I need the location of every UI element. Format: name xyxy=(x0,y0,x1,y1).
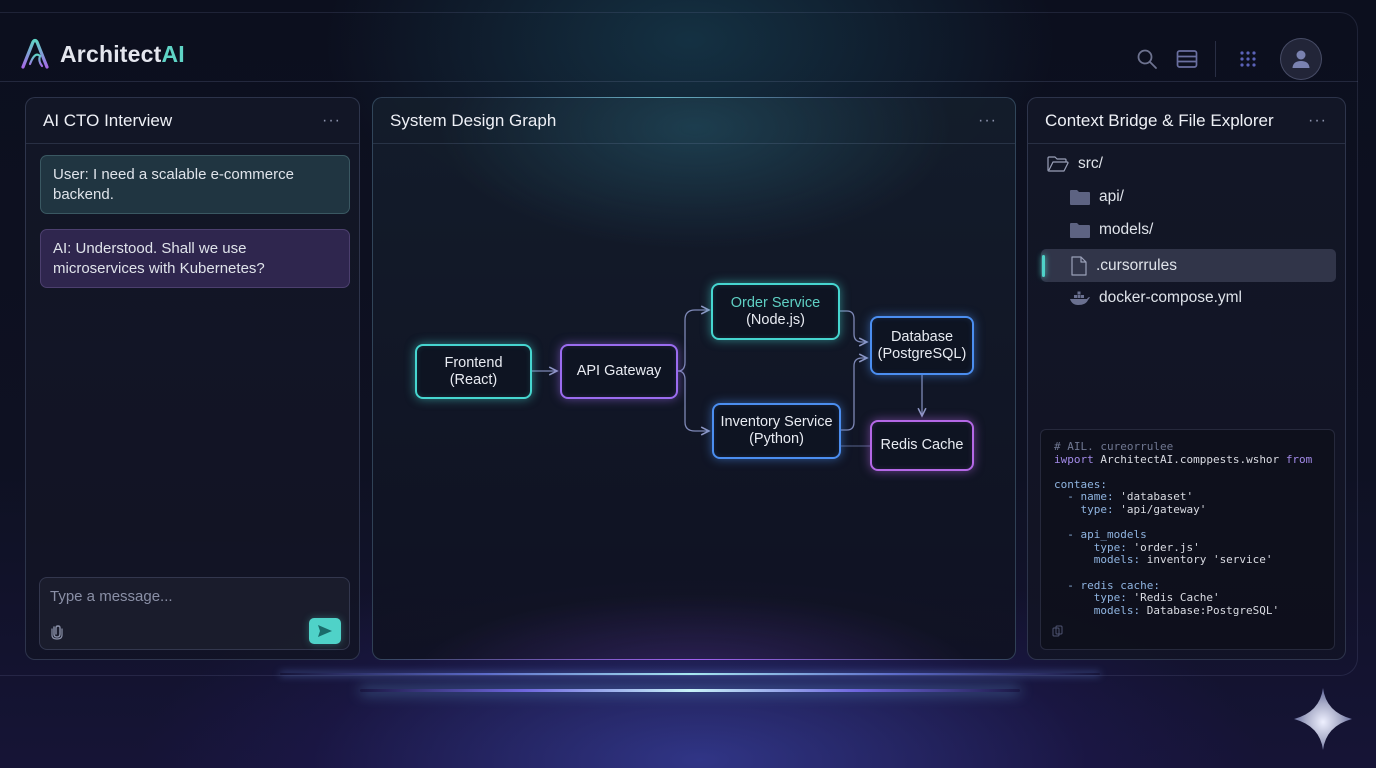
tree-item-src[interactable]: src/ xyxy=(1047,148,1103,180)
file-icon xyxy=(1071,255,1087,276)
explorer-panel-header: Context Bridge & File Explorer ··· xyxy=(1028,98,1345,144)
graph-panel: System Design Graph ··· xyxy=(372,97,1016,660)
tree-item-models[interactable]: models/ xyxy=(1070,214,1153,246)
bottom-glow-blue xyxy=(280,673,1100,675)
chat-panel: AI CTO Interview ··· User: I need a scal… xyxy=(25,97,360,660)
architect-logo-icon xyxy=(21,38,49,69)
graph-canvas[interactable]: Frontend (React) API Gateway Order Servi… xyxy=(373,144,1017,661)
app-frame xyxy=(0,12,1358,676)
explorer-more-button[interactable]: ··· xyxy=(1308,111,1327,129)
node-database[interactable]: Database (PostgreSQL) xyxy=(870,316,974,375)
node-api-gateway[interactable]: API Gateway xyxy=(560,344,678,399)
top-bar: ArchitectAI xyxy=(0,12,1358,82)
bottom-glow-purple xyxy=(372,659,1016,660)
graph-panel-header: System Design Graph ··· xyxy=(373,98,1015,144)
folder-open-icon xyxy=(1047,156,1069,172)
paperclip-icon xyxy=(51,625,63,640)
list-icon xyxy=(1176,50,1198,68)
chat-panel-title: AI CTO Interview xyxy=(43,110,173,130)
explorer-panel-title: Context Bridge & File Explorer xyxy=(1045,110,1274,130)
user-avatar-button[interactable] xyxy=(1280,38,1322,80)
selection-indicator xyxy=(1042,255,1045,277)
node-redis-cache[interactable]: Redis Cache xyxy=(870,420,974,471)
docker-icon xyxy=(1070,291,1090,305)
send-button[interactable] xyxy=(309,618,341,644)
message-input[interactable] xyxy=(50,584,310,608)
attach-button[interactable] xyxy=(50,624,68,644)
tree-item-api[interactable]: api/ xyxy=(1070,181,1124,213)
graph-panel-title: System Design Graph xyxy=(390,110,557,130)
bottom-glow-cyan xyxy=(360,689,1020,692)
message-composer xyxy=(39,577,350,650)
brand[interactable]: ArchitectAI xyxy=(18,37,185,71)
chat-more-button[interactable]: ··· xyxy=(322,111,341,129)
tree-item-docker-compose[interactable]: docker-compose.yml xyxy=(1070,282,1242,314)
user-message: User: I need a scalable e-commerce backe… xyxy=(40,155,350,214)
sparkle-assistant-icon[interactable] xyxy=(1290,686,1356,752)
copy-icon[interactable] xyxy=(1052,625,1064,637)
search-icon xyxy=(1137,49,1157,69)
divider xyxy=(1215,41,1216,77)
search-button[interactable] xyxy=(1127,39,1167,79)
folder-icon xyxy=(1070,190,1090,205)
node-frontend[interactable]: Frontend (React) xyxy=(415,344,532,399)
list-view-button[interactable] xyxy=(1167,39,1207,79)
explorer-panel: Context Bridge & File Explorer ··· src/ … xyxy=(1027,97,1346,660)
brand-name: ArchitectAI xyxy=(60,40,185,67)
top-actions xyxy=(1127,38,1322,80)
chat-panel-header: AI CTO Interview ··· xyxy=(26,98,359,144)
graph-more-button[interactable]: ··· xyxy=(978,111,997,129)
apps-grid-button[interactable] xyxy=(1228,39,1268,79)
user-avatar-icon xyxy=(1292,50,1310,68)
node-inventory-service[interactable]: Inventory Service (Python) xyxy=(712,403,841,459)
node-order-service[interactable]: Order Service (Node.js) xyxy=(711,283,840,340)
graph-edges xyxy=(532,144,1017,447)
tree-item-cursorrules[interactable]: .cursorrules xyxy=(1041,249,1336,282)
folder-icon xyxy=(1070,223,1090,238)
send-icon xyxy=(318,625,332,637)
ai-message: AI: Understood. Shall we use microservic… xyxy=(40,229,350,288)
grid-icon xyxy=(1240,51,1256,67)
